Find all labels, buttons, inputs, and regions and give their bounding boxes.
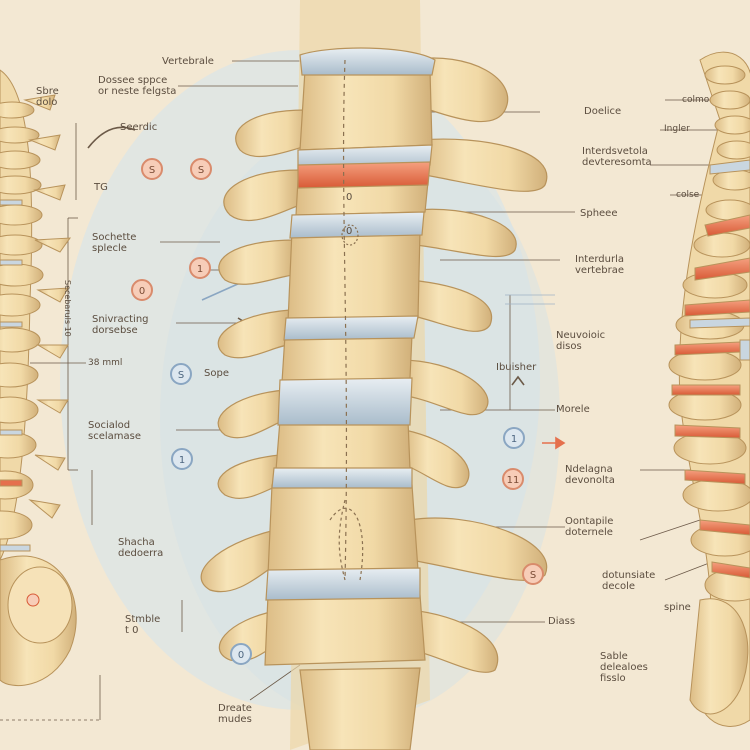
label-doelice: Doelice <box>584 106 622 117</box>
marker-badge: 0 <box>230 643 252 665</box>
marker-badge: S <box>522 563 544 585</box>
left-spine <box>0 69 77 686</box>
label-interdsvetola: Interdsvetola devteresomta <box>582 146 652 168</box>
label-colse: colse <box>676 190 700 200</box>
marker-badge: 1 <box>171 448 193 470</box>
label-mm: 38 mml <box>88 358 123 368</box>
label-sochette-splecle: Sochette splecle <box>92 232 137 254</box>
label-ingler: Ingler <box>664 124 690 134</box>
marker-badge: S <box>190 158 212 180</box>
label-shacha: Shacha dedoerra <box>118 537 164 559</box>
label-diass: Diass <box>548 616 576 627</box>
label-seerdic: Seerdic <box>120 122 158 133</box>
label-neuvoioic: Neuvoioic disos <box>556 330 606 352</box>
label-sope: Sope <box>204 368 229 379</box>
marker-badge: S <box>141 158 163 180</box>
label-socialod: Socialod scelamase <box>88 420 141 442</box>
marker-badge: 1 <box>189 257 211 279</box>
label-morele: Morele <box>556 404 590 415</box>
label-spheee: Spheee <box>580 208 618 219</box>
right-spine <box>668 51 750 727</box>
label-snivracting: Snivracting dorsebse <box>92 314 149 336</box>
label-tg: TG <box>94 182 108 193</box>
spine-center-mark-2: 0 <box>346 226 353 237</box>
label-oontapile: Oontapile doternele <box>565 516 614 538</box>
marker-badge: 0 <box>131 279 153 301</box>
label-spine: spine <box>664 602 691 613</box>
label-dotunsiate: dotunsiate decole <box>602 570 656 592</box>
label-dossee-spece: Dossee sppce or neste felgsta <box>98 75 177 97</box>
label-colmo: colmo <box>682 95 710 105</box>
label-measure: Secebaruls 10 <box>63 280 72 337</box>
label-stmble: Stmble t 0 <box>125 614 161 636</box>
label-dreate-mudes: Dreate mudes <box>218 703 252 725</box>
label-ndelagna: Ndelagna devonolta <box>565 464 615 486</box>
marker-badge: 1 <box>503 427 525 449</box>
label-sbre-dolo: Sbre dolo <box>36 86 59 108</box>
label-sable: Sable delealoes fisslo <box>600 651 648 684</box>
label-ibuisher: Ibuisher <box>496 362 537 373</box>
marker-badge: S <box>170 363 192 385</box>
spine-center-mark: 0 <box>346 192 353 203</box>
label-vertebrale: Vertebrale <box>162 56 214 67</box>
label-interdurla: Interdurla vertebrae <box>575 254 624 276</box>
marker-badge: 11 <box>502 468 524 490</box>
